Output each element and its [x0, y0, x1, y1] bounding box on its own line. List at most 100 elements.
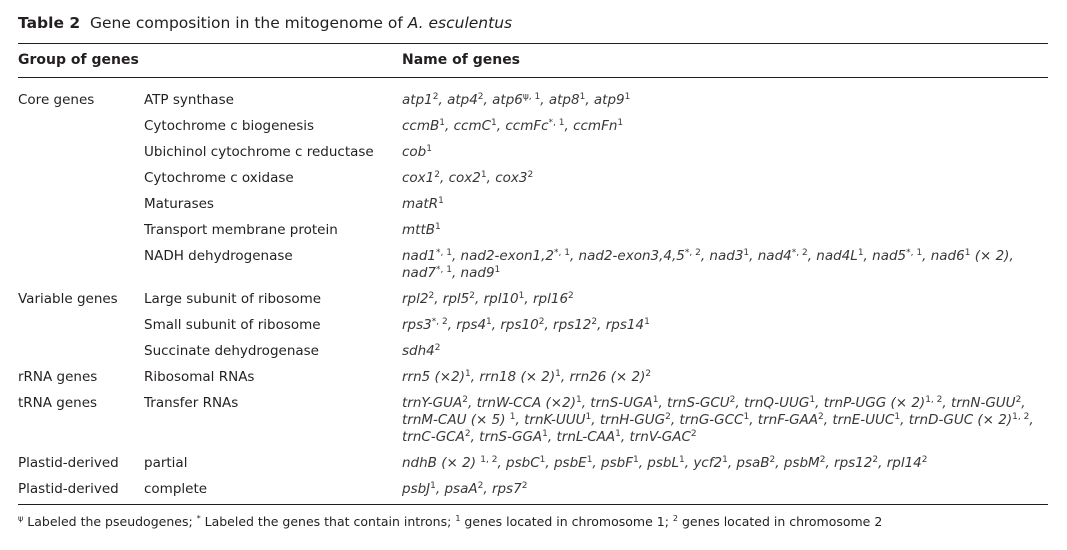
gene-separator: , — [497, 455, 507, 471]
gene-superscript: 2 — [469, 291, 475, 301]
gene-name: ndhB (× 2) — [402, 455, 481, 471]
caption-text: Gene composition in the mitogenome of — [90, 14, 408, 32]
gene-separator: , — [560, 369, 570, 385]
gene-names-cell: psbJ1, psaA2, rps72 — [402, 476, 1048, 502]
gene-name: nad2-exon3,4,5 — [578, 248, 685, 264]
gene-separator: , — [470, 369, 480, 385]
gene-superscript: 1 — [894, 412, 901, 422]
gene-name: rpl10 — [483, 291, 519, 307]
gene-name: rrn26 (× 2) — [569, 369, 646, 385]
gene-separator: , — [942, 395, 951, 411]
gene-names-cell: cox12, cox21, cox32 — [402, 165, 1048, 191]
gene-separator: , — [807, 248, 817, 264]
table-caption: Table 2 Gene composition in the mitogeno… — [18, 12, 1048, 34]
gene-separator: , — [491, 317, 501, 333]
gene-separator: , — [544, 317, 554, 333]
gene-separator: , — [620, 429, 630, 445]
gene-separator: , — [540, 92, 549, 108]
table-number: Table 2 — [18, 14, 81, 32]
gene-function-cell: Cytochrome c oxidase — [144, 170, 294, 186]
gene-superscript: 2 — [538, 317, 545, 327]
gene-separator: , — [581, 395, 591, 411]
gene-superscript: *, 2 — [431, 317, 448, 327]
gene-superscript: 2 — [645, 369, 652, 379]
gene-separator: , — [496, 118, 506, 134]
gene-name: trnC-GCA — [402, 429, 465, 445]
footnote-symbol: 2 — [672, 514, 678, 523]
gene-name: atp4 — [447, 92, 478, 108]
gene-superscript: 1 — [480, 170, 487, 180]
gene-names-cell: mttB1 — [402, 217, 1048, 243]
gene-name: ccmB — [402, 118, 440, 134]
gene-name: trnS-GCU — [667, 395, 730, 411]
gene-separator: , — [440, 170, 449, 186]
gene-name: ccmFc — [505, 118, 549, 134]
gene-superscript: 2 — [665, 412, 671, 422]
gene-separator: , — [467, 395, 477, 411]
gene-name: cox3 — [495, 170, 528, 186]
gene-name: nad6 — [930, 248, 965, 264]
gene-superscript: *, 2 — [684, 248, 701, 258]
gene-separator: , — [470, 429, 480, 445]
gene-group-cell: rRNA genes — [18, 369, 98, 385]
gene-separator: , — [524, 291, 533, 307]
gene-separator: , — [564, 118, 574, 134]
gene-superscript: 1 — [615, 429, 621, 439]
gene-name: rps4 — [456, 317, 487, 333]
gene-names-cell: rpl22, rpl52, rpl101, rpl162 — [402, 286, 1048, 312]
gene-names-cell: atp12, atp42, atp6ψ, 1, atp81, atp91 — [402, 87, 1048, 113]
gene-separator: , — [749, 248, 758, 264]
gene-superscript: 1 — [491, 118, 497, 128]
gene-function-cell: Succinate dehydrogenase — [144, 343, 319, 359]
gene-separator: , — [825, 455, 835, 471]
gene-superscript: 1, 2 — [925, 395, 943, 405]
table-row: Cytochrome c oxidase cox12, cox21, cox32 — [18, 165, 1048, 191]
gene-separator: , — [483, 92, 493, 108]
gene-name: psaA — [444, 481, 478, 497]
caption-species: A. esculentus — [407, 14, 513, 32]
gene-name: nad1 — [402, 248, 436, 264]
gene-function-cell: Cytochrome c biogenesis — [144, 118, 315, 134]
gene-separator: , — [670, 412, 680, 428]
gene-name: ycf2 — [693, 455, 723, 471]
gene-name: rps7 — [491, 481, 522, 497]
gene-superscript: 1 — [438, 196, 444, 206]
gene-superscript: *, 1 — [436, 265, 452, 275]
gene-superscript: 2 — [462, 395, 468, 405]
gene-name: trnS-GGA — [479, 429, 543, 445]
gene-superscript: 1 — [486, 317, 492, 327]
gene-names-cell: ccmB1, ccmC1, ccmFc*, 1, ccmFn1 — [402, 113, 1048, 139]
gene-name: psbM — [783, 455, 820, 471]
gene-superscript: 2 — [477, 481, 484, 491]
gene-superscript: 1 — [964, 248, 971, 258]
gene-name: trnF-GAA — [757, 412, 819, 428]
table-container: Table 2 Gene composition in the mitogeno… — [18, 12, 1048, 529]
gene-name: trnY-GUA — [402, 395, 463, 411]
gene-name: trnL-CAA — [556, 429, 616, 445]
gene-superscript: 1 — [617, 118, 624, 128]
gene-name: psaB — [736, 455, 770, 471]
table-header: Group of genes Name of genes — [18, 44, 1048, 77]
gene-superscript: 1 — [430, 481, 436, 491]
gene-separator: , — [823, 412, 833, 428]
gene-name: nad9 — [460, 265, 495, 281]
gene-function-cell: complete — [144, 481, 208, 497]
gene-name: rps12 — [834, 455, 873, 471]
gene-name: rps14 — [605, 317, 645, 333]
gene-name: trnS-UGA — [590, 395, 653, 411]
gene-group-cell: Plastid-derived — [18, 481, 119, 497]
gene-function-cell: Small subunit of ribosome — [144, 317, 321, 333]
gene-separator: , — [483, 481, 492, 497]
gene-function-cell: Maturases — [144, 196, 214, 212]
gene-name: rps12 — [553, 317, 592, 333]
gene-superscript: ψ, 1 — [522, 92, 541, 102]
gene-superscript: *, 1 — [554, 248, 570, 258]
gene-names-cell: ndhB (× 2) 1, 2, psbC1, psbE1, psbF1, ps… — [402, 450, 1048, 476]
gene-superscript: 1 — [857, 248, 864, 258]
